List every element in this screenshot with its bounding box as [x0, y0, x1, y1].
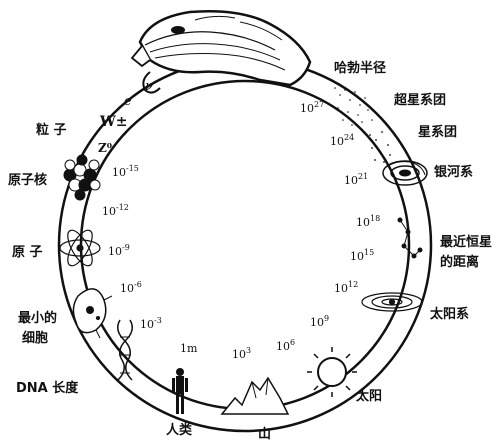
mountain-icon	[222, 378, 288, 414]
smallest-cell-label-2: 细胞	[22, 330, 48, 346]
sun-label: 太阳	[355, 388, 382, 404]
scale-label: 1012	[334, 280, 358, 295]
snake-head	[132, 11, 310, 85]
nucleus-label: 原子核	[8, 172, 47, 188]
scale-base: 10	[344, 174, 358, 187]
scale-label: 10-6	[120, 280, 142, 295]
scale-label: 10-9	[108, 243, 130, 258]
dna-label: DNA 长度	[16, 380, 79, 396]
mountain-label: 山	[258, 426, 271, 442]
scale-base: 10	[112, 166, 126, 179]
supercluster-label: 超星系团	[394, 92, 446, 108]
scale-label: 1m	[180, 342, 198, 355]
scale-label: 10-12	[102, 203, 129, 218]
milky-way-spiral-icon	[383, 161, 427, 185]
scale-exponent: 6	[290, 338, 295, 347]
scale-exponent: 12	[348, 280, 358, 289]
hubble-radius-label: 哈勃半径	[334, 60, 386, 76]
galaxy-cluster-label: 星系团	[418, 124, 457, 140]
scale-label: 109	[310, 314, 329, 329]
scale-base: 10	[330, 135, 344, 148]
nearest-star-label-2: 的距离	[440, 254, 479, 270]
w-boson-label: W±	[99, 114, 127, 130]
dna-helix-icon	[118, 320, 133, 380]
scale-base: 10	[102, 205, 116, 218]
scale-exponent: -6	[134, 280, 142, 289]
scale-base: 10	[350, 250, 364, 263]
scale-exponent: -9	[122, 243, 130, 252]
particle-label: 粒 子	[36, 122, 67, 138]
scale-base: 10	[300, 102, 314, 115]
atom-label: 原 子	[12, 245, 43, 260]
scale-base: 10	[310, 316, 324, 329]
solar-system-label: 太阳系	[429, 306, 469, 322]
scale-base: 10	[276, 340, 290, 353]
human-label: 人类	[166, 422, 193, 438]
scale-exponent: 3	[246, 346, 251, 355]
scale-exponent: -3	[154, 316, 162, 325]
solar-system-icon	[362, 293, 422, 311]
nearest-star-label-1: 最近恒星	[440, 234, 492, 250]
scale-label: 103	[232, 346, 251, 361]
scale-exponent: 9	[324, 314, 329, 323]
scale-exponent: 27	[314, 100, 324, 109]
scale-base: 10	[140, 318, 154, 331]
scale-label: 1027	[300, 100, 324, 115]
scale-label: 1021	[344, 172, 368, 187]
scale-label: 1018	[356, 214, 380, 229]
scale-label: 1024	[330, 133, 354, 148]
neutrino-label: ν	[145, 79, 153, 94]
scale-exponent: 18	[370, 214, 380, 223]
atom-icon	[60, 227, 100, 270]
scale-base: 10	[120, 282, 134, 295]
scale-exponent: 15	[364, 248, 374, 257]
z-boson-label: Z⁰	[98, 141, 112, 155]
nucleus-icon	[64, 155, 100, 200]
milky-way-label: 银河系	[434, 164, 473, 180]
scale-label: 106	[276, 338, 295, 353]
scale-base: 10	[356, 216, 370, 229]
scale-label: 1015	[350, 248, 374, 263]
scale-exponent: 24	[344, 133, 354, 142]
scale-label: 10-3	[140, 316, 162, 331]
scale-label: 10-15	[112, 164, 139, 179]
scale-exponent: 21	[358, 172, 368, 181]
scale-base: 10	[108, 245, 122, 258]
supercluster-dots	[369, 131, 391, 163]
scale-exponent: -15	[126, 164, 139, 173]
scale-exponent: -12	[116, 203, 129, 212]
human-figure-icon	[172, 368, 188, 414]
scale-base: 10	[232, 348, 246, 361]
electron-label: e	[124, 94, 132, 109]
scale-base: 10	[334, 282, 348, 295]
smallest-cell-label-1: 最小的	[18, 310, 57, 326]
